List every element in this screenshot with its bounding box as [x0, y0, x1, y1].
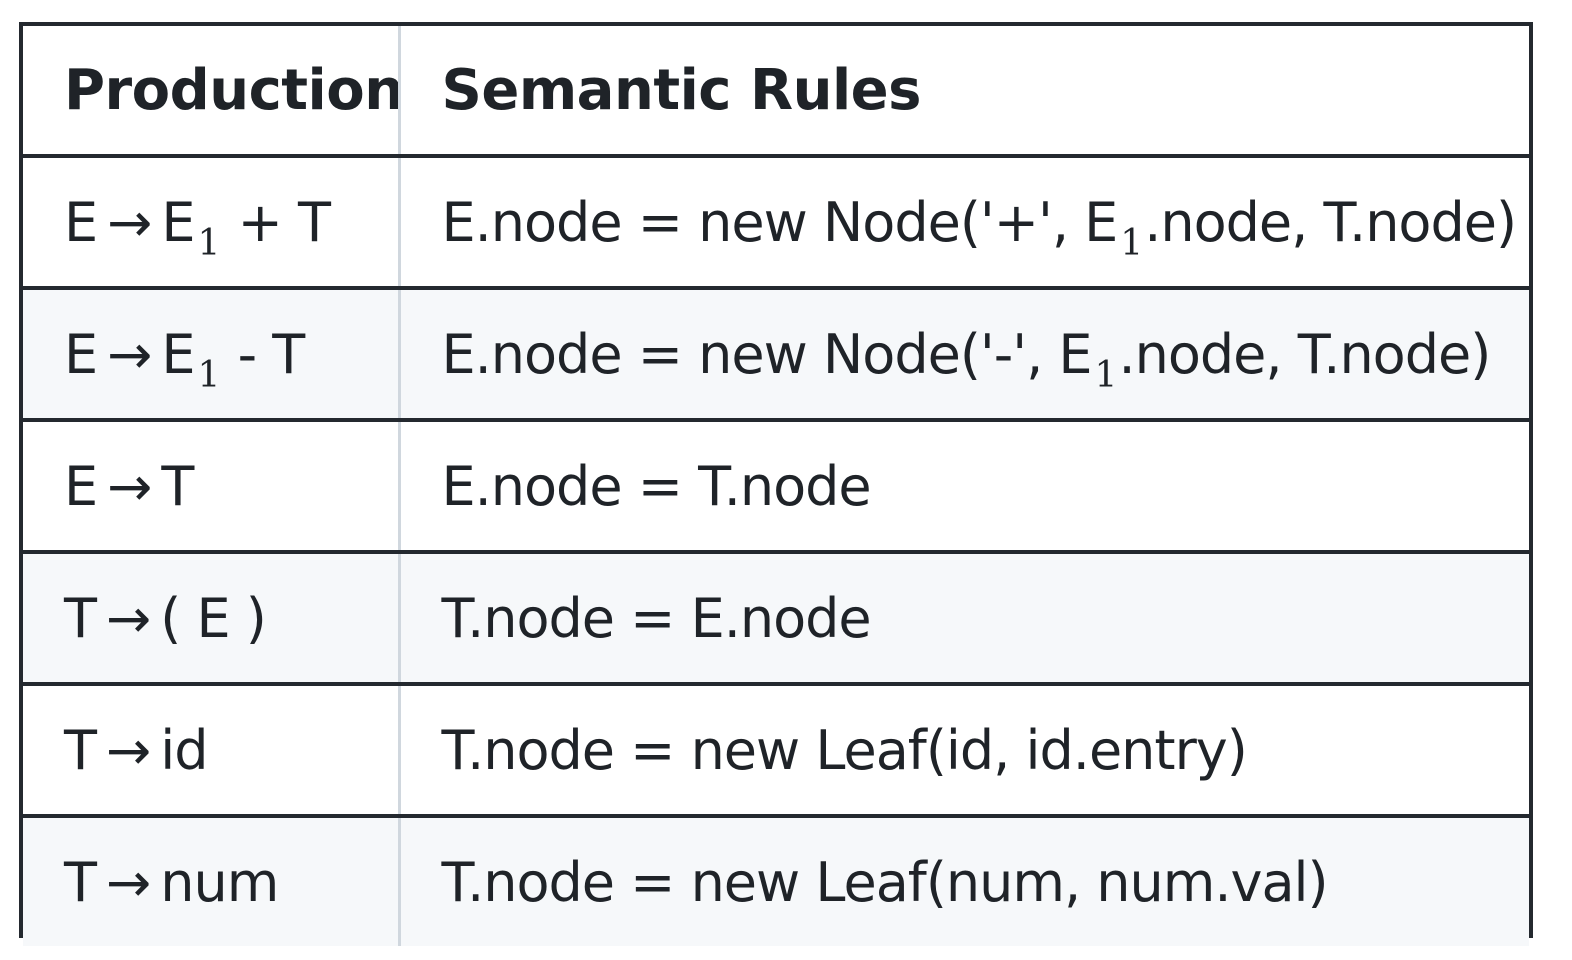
production-rhs: E [161, 322, 195, 386]
production-rules-table: Production Semantic Rules E→E1 + T E.nod… [23, 26, 1529, 946]
rule-text-rest: .node, T.node) [1144, 190, 1517, 254]
production-cell: E→T [23, 420, 401, 552]
arrow-icon: → [107, 190, 152, 254]
rule-text: E.node = new Node('+', E [441, 190, 1119, 254]
arrow-icon: → [106, 586, 151, 650]
rule-text-rest: .node, T.node) [1118, 322, 1491, 386]
rule-subscript: 1 [1094, 354, 1118, 396]
production-rhs: id [160, 718, 208, 782]
rule-subscript: 1 [1120, 222, 1143, 264]
semantic-rule-cell: T.node = new Leaf(num, num.val) [399, 816, 1529, 946]
production-rhs: ( E ) [160, 586, 267, 650]
table-row: T→id T.node = new Leaf(id, id.entry) [23, 684, 1529, 816]
production-lhs: T [64, 850, 97, 914]
header-semantic-rules: Semantic Rules [441, 57, 922, 123]
production-cell: E→E1 - T [23, 288, 401, 420]
rule-text: E.node = T.node [441, 454, 872, 518]
arrow-icon: → [106, 718, 151, 782]
production-lhs: E [64, 322, 98, 386]
semantic-rule-cell: E.node = T.node [399, 420, 1529, 552]
production-cell: E→E1 + T [23, 156, 401, 288]
production-lhs: E [64, 190, 98, 254]
production-rhs-rest: + T [221, 190, 331, 254]
production-rhs: E [161, 190, 195, 254]
production-subscript: 1 [197, 222, 221, 264]
rule-text: T.node = new Leaf(num, num.val) [441, 850, 1329, 914]
table-row: E→E1 - T E.node = new Node('-', E1.node,… [23, 288, 1529, 420]
rule-text: E.node = new Node('-', E [441, 322, 1093, 386]
table-row: E→E1 + T E.node = new Node('+', E1.node,… [23, 156, 1529, 288]
semantic-rule-cell: T.node = E.node [399, 552, 1529, 684]
production-rhs-rest: - T [221, 322, 306, 386]
production-lhs: E [64, 454, 98, 518]
semantic-rule-cell: E.node = new Node('-', E1.node, T.node) [399, 288, 1529, 420]
table-row: T→num T.node = new Leaf(num, num.val) [23, 816, 1529, 946]
production-cell: T→id [23, 684, 401, 816]
table-row: E→T E.node = T.node [23, 420, 1529, 552]
production-rhs: num [160, 850, 279, 914]
production-cell: T→( E ) [23, 552, 401, 684]
arrow-icon: → [107, 322, 152, 386]
semantic-rule-cell: T.node = new Leaf(id, id.entry) [399, 684, 1529, 816]
production-cell: T→num [23, 816, 401, 946]
semantic-rule-cell: E.node = new Node('+', E1.node, T.node) [399, 156, 1529, 288]
production-rhs: T [161, 454, 194, 518]
arrow-icon: → [107, 454, 152, 518]
syntax-directed-definition-table: Production Semantic Rules E→E1 + T E.nod… [19, 22, 1533, 946]
rule-text: T.node = new Leaf(id, id.entry) [441, 718, 1248, 782]
table-header-row: Production Semantic Rules [23, 26, 1529, 156]
table-row: T→( E ) T.node = E.node [23, 552, 1529, 684]
production-lhs: T [64, 718, 97, 782]
rule-text: T.node = E.node [441, 586, 872, 650]
header-production: Production [23, 26, 401, 156]
arrow-icon: → [106, 850, 151, 914]
production-subscript: 1 [197, 354, 221, 396]
production-lhs: T [64, 586, 97, 650]
